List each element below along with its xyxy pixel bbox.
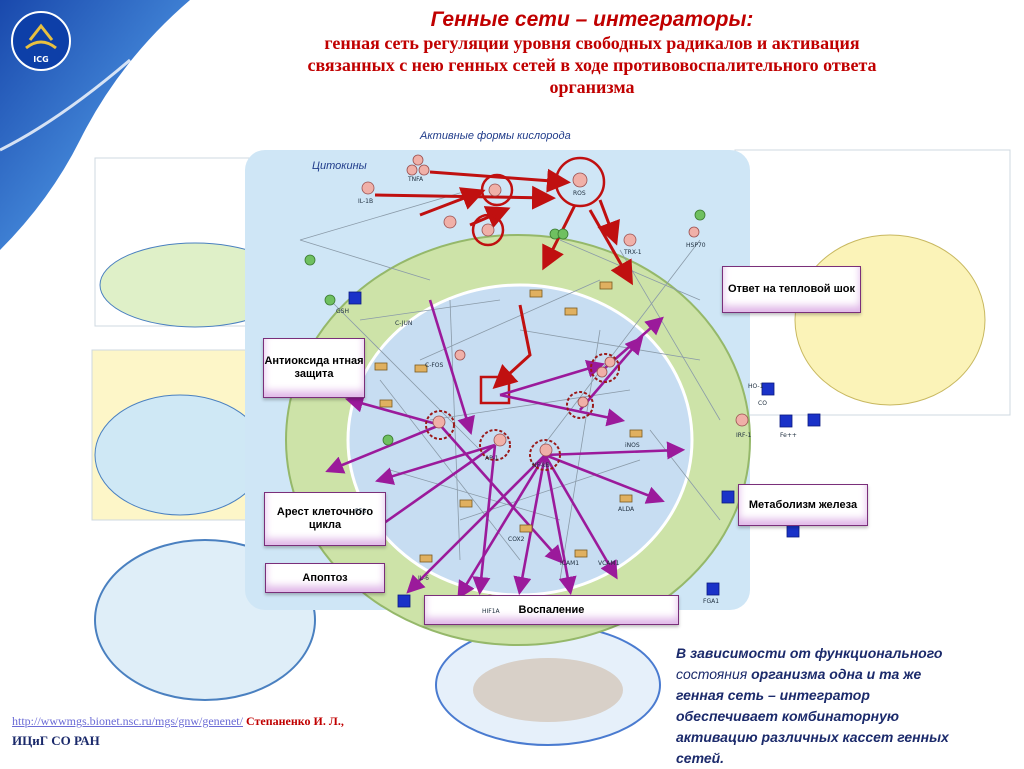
box-iron-metabolism: Метаболизм железа (738, 484, 868, 526)
logo-text: ICG (33, 55, 48, 64)
box-antioxidant: Антиоксида нтная защита (263, 338, 365, 398)
box-apoptosis: Апоптоз (265, 563, 385, 593)
thumbnail-network-right (734, 149, 1011, 416)
note-line-4: обеспечивает комбинаторную (676, 708, 900, 724)
box-heat-shock: Ответ на тепловой шок (722, 266, 861, 313)
box-cell-cycle-arrest: Арест клеточного цикла (264, 492, 386, 546)
label-reactive-oxygen: Активные формы кислорода (420, 130, 571, 142)
label-cytokines: Цитокины (312, 160, 367, 172)
ros-highlight-circles (471, 156, 606, 405)
footer-author: Степаненко И. Л., (245, 714, 344, 728)
transcription-arrows (325, 299, 686, 600)
page-title: Генные сети – интеграторы: (430, 8, 754, 31)
institute-logo: ICG (11, 11, 71, 71)
gene-node-glyphs (304, 154, 821, 608)
tf-highlight-circles (425, 353, 620, 471)
note-line-5: активацию различных кассет генных (676, 729, 949, 745)
source-link[interactable]: http://wwwmgs.bionet.nsc.ru/mgs/gnw/gene… (12, 714, 243, 728)
note-line-6: сетей. (676, 750, 725, 766)
footer-organization: ИЦиГ СО РАН (12, 733, 100, 748)
subtitle-line-2: связанных с нею генных сетей в ходе прот… (307, 55, 877, 75)
title-block: Генные сети – интеграторы: генная сеть р… (160, 8, 1024, 98)
thumbnail-network-mid-left (91, 349, 268, 521)
note-line-2-plain: состояния (676, 666, 748, 682)
note-line-2: состояния организма одна и та же (676, 664, 1021, 685)
note-line-2-rest: организма одна и та же (747, 666, 922, 682)
ros-arrows (374, 168, 633, 390)
note-line-3: генная сеть – интегратор (676, 687, 870, 703)
explanatory-note: В зависимости от функционального состоян… (676, 643, 1021, 769)
subtitle-line-3: организма (549, 77, 635, 97)
thumbnail-network-bottom (435, 624, 661, 746)
footer-citation: http://wwwmgs.bionet.nsc.ru/mgs/gnw/gene… (12, 714, 344, 729)
subtitle-line-1: генная сеть регуляции уровня свободных р… (324, 33, 860, 53)
box-inflammation: Воспаление (424, 595, 679, 625)
note-line-1: В зависимости от функционального (676, 645, 943, 661)
